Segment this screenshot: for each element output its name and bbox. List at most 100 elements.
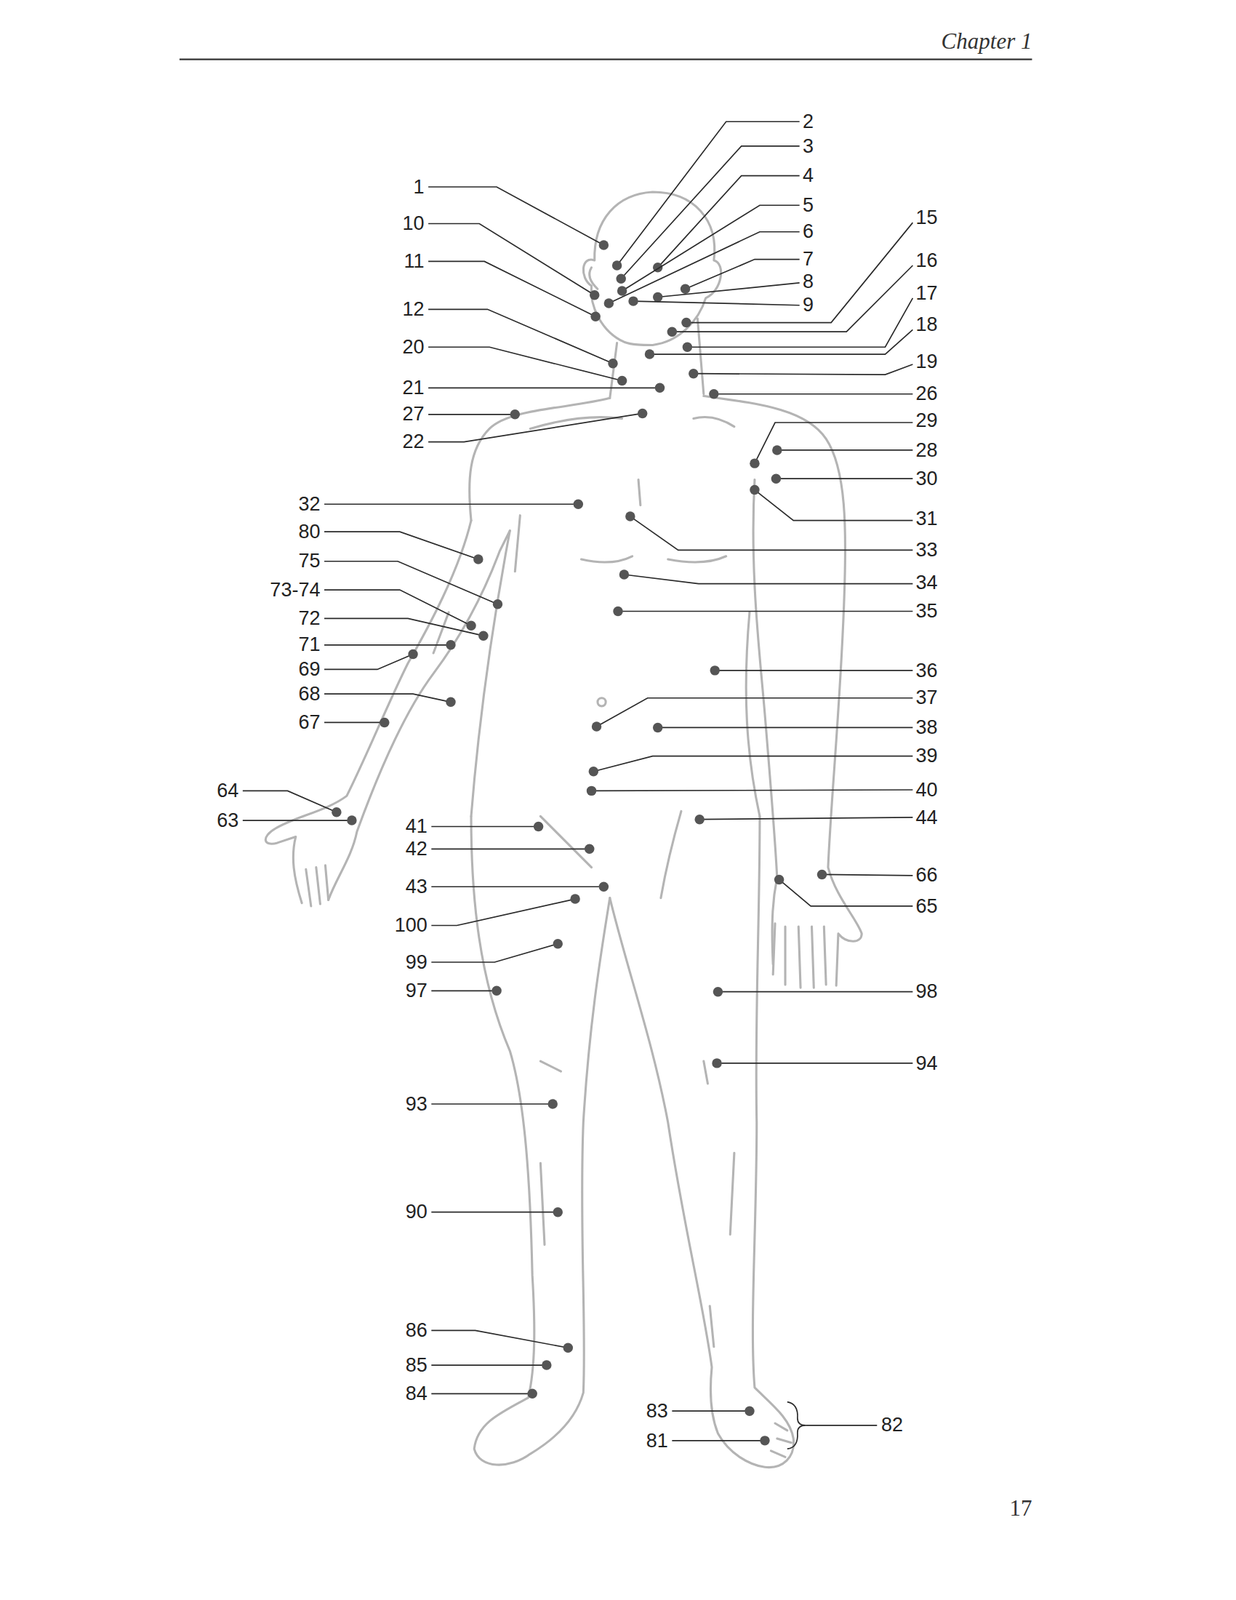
leader-line bbox=[431, 1392, 533, 1394]
point-dot bbox=[628, 295, 638, 306]
callout-number: 16 bbox=[916, 250, 938, 270]
point-dot bbox=[772, 444, 782, 455]
leader-line bbox=[714, 669, 913, 672]
point-dot bbox=[637, 408, 648, 419]
callout-number: 63 bbox=[216, 809, 239, 830]
point-dot bbox=[749, 484, 760, 495]
callout-number: 94 bbox=[916, 1052, 938, 1073]
groin-line bbox=[540, 815, 592, 867]
leader-line bbox=[671, 1439, 765, 1442]
point-dot bbox=[667, 326, 677, 336]
leader-line bbox=[822, 873, 914, 875]
header-rule bbox=[179, 58, 1033, 61]
leader-line bbox=[775, 477, 913, 480]
leader-line bbox=[428, 413, 515, 416]
callout-number: 11 bbox=[403, 251, 424, 272]
leader-line bbox=[671, 265, 913, 332]
point-dot bbox=[607, 358, 618, 368]
point-dot bbox=[491, 985, 501, 996]
leader-line bbox=[428, 412, 643, 442]
leader-line bbox=[657, 282, 800, 298]
point-dot bbox=[682, 341, 693, 352]
callout-number: 67 bbox=[298, 712, 320, 733]
callout-number: 69 bbox=[298, 659, 320, 680]
callout-number: 43 bbox=[405, 876, 428, 896]
leg-outline bbox=[610, 815, 794, 1467]
callout-number: 36 bbox=[916, 660, 938, 680]
hand-outline bbox=[772, 877, 778, 965]
point-dot bbox=[604, 298, 614, 308]
finger-line bbox=[306, 865, 329, 906]
leader-line bbox=[596, 697, 914, 727]
callout-number: 6 bbox=[802, 221, 814, 242]
chest-line bbox=[581, 556, 633, 563]
point-dot bbox=[694, 814, 704, 824]
navel bbox=[597, 697, 606, 706]
point-dot bbox=[681, 317, 691, 328]
leader-line bbox=[431, 943, 558, 962]
leader-line bbox=[617, 121, 800, 266]
callout-number: 81 bbox=[646, 1430, 669, 1450]
callout-number: 100 bbox=[394, 915, 428, 935]
callout-number: 42 bbox=[405, 838, 428, 858]
callout-number: 37 bbox=[916, 687, 938, 708]
point-dot bbox=[619, 569, 629, 579]
callout-number: 41 bbox=[405, 816, 428, 837]
leader-line bbox=[242, 819, 352, 821]
callout-number: 32 bbox=[298, 493, 320, 514]
point-dot bbox=[617, 375, 627, 386]
point-dot bbox=[445, 697, 456, 707]
point-dot bbox=[652, 292, 663, 302]
leader-line bbox=[593, 756, 913, 772]
point-dot bbox=[617, 285, 627, 296]
callout-number: 7 bbox=[802, 249, 814, 270]
callout-number: 19 bbox=[916, 351, 938, 371]
point-dot bbox=[533, 821, 544, 832]
point-dot bbox=[478, 630, 488, 640]
callout-number: 17 bbox=[916, 282, 938, 303]
point-dot bbox=[612, 260, 622, 270]
point-dot bbox=[563, 1342, 573, 1352]
page-number: 17 bbox=[1009, 1496, 1032, 1519]
leader-line bbox=[777, 449, 914, 451]
point-dot bbox=[711, 1057, 722, 1068]
neck-line bbox=[697, 318, 704, 395]
leader-line bbox=[779, 879, 914, 906]
point-dot bbox=[744, 1405, 754, 1415]
leader-line bbox=[428, 223, 595, 296]
point-dot bbox=[759, 1435, 770, 1445]
leader-line bbox=[324, 531, 479, 560]
point-dot bbox=[713, 986, 723, 997]
point-dot bbox=[612, 606, 623, 616]
arm-outline bbox=[328, 530, 511, 901]
callout-number: 15 bbox=[916, 207, 938, 227]
chest-line bbox=[668, 556, 727, 563]
leader-line bbox=[686, 222, 913, 323]
callout-number: 9 bbox=[802, 295, 814, 315]
leader-line bbox=[324, 618, 484, 636]
callout-number: 8 bbox=[802, 271, 814, 292]
leader-line bbox=[754, 490, 913, 521]
collarbone-line bbox=[693, 416, 735, 427]
callout-number: 86 bbox=[405, 1320, 428, 1340]
point-dot bbox=[625, 511, 635, 521]
point-dot bbox=[510, 409, 520, 419]
point-dot bbox=[346, 815, 357, 825]
callout-number: 35 bbox=[916, 601, 938, 621]
leader-line bbox=[431, 847, 589, 850]
callout-number: 64 bbox=[216, 780, 239, 801]
leader-line bbox=[324, 693, 451, 702]
torso-outline bbox=[745, 612, 760, 817]
arm-outline bbox=[753, 479, 778, 878]
callout-number: 71 bbox=[298, 634, 320, 655]
leader-line bbox=[805, 1424, 877, 1426]
point-dot bbox=[749, 458, 760, 468]
leader-line bbox=[428, 346, 623, 381]
callout-number: 27 bbox=[402, 404, 424, 424]
callout-number: 1 bbox=[412, 176, 424, 197]
callout-number: 18 bbox=[916, 314, 938, 335]
point-dot bbox=[492, 599, 503, 609]
callout-number: 31 bbox=[916, 508, 938, 528]
leg-outline bbox=[471, 815, 611, 1465]
leader-line bbox=[324, 721, 385, 724]
